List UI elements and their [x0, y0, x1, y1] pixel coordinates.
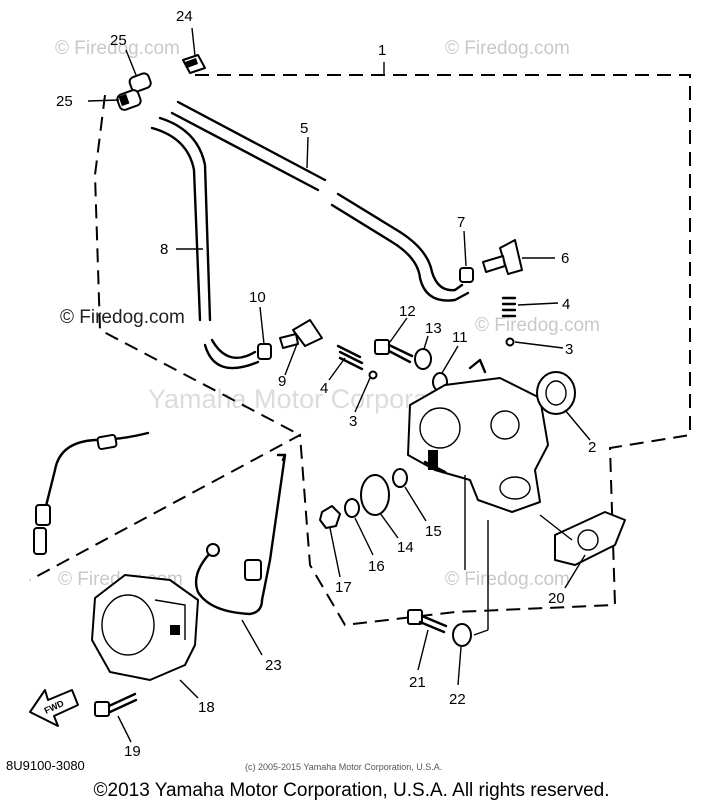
watermark-top-right: © Firedog.com	[445, 38, 570, 59]
washer-13	[414, 348, 432, 370]
watermark-bottom-right: © Firedog.com	[445, 569, 570, 590]
assembly-outline-left	[93, 94, 301, 436]
callout-14: 14	[397, 539, 414, 556]
callout-19: 19	[124, 743, 141, 760]
ball-3-left	[368, 370, 378, 380]
callout-6: 6	[561, 250, 569, 267]
callout-1: 1	[378, 42, 386, 59]
callout-7: 7	[457, 214, 465, 231]
washer-16	[344, 498, 360, 518]
callout-15: 15	[425, 523, 442, 540]
callout-17: 17	[335, 579, 352, 596]
gasket-20	[554, 511, 626, 566]
callout-9: 9	[278, 373, 286, 390]
callout-numbers: 1 2 3 3 4 4 5 6 7 8 9 10 11 12 13 14 15 …	[56, 8, 596, 760]
watermark-top-left: © Firedog.com	[55, 38, 180, 59]
clamp-24	[182, 54, 206, 74]
bolt-12	[374, 339, 414, 364]
bolt-19	[94, 692, 138, 717]
washer-15	[392, 468, 408, 488]
nut-17	[319, 505, 341, 529]
callout-3-left: 3	[349, 413, 357, 430]
callout-21: 21	[409, 674, 426, 691]
bolt-21	[407, 609, 448, 634]
clip-10	[257, 343, 272, 360]
pump-cover-18	[91, 574, 199, 681]
hose-5	[170, 100, 470, 302]
callout-11: 11	[452, 329, 468, 346]
clamp-25b	[116, 89, 142, 111]
callout-16: 16	[368, 558, 385, 575]
small-copyright: (c) 2005-2015 Yamaha Motor Corporation, …	[245, 762, 442, 772]
clamp-25a	[128, 72, 152, 93]
callout-24: 24	[176, 8, 193, 25]
callout-5: 5	[300, 120, 308, 137]
callout-13: 13	[425, 320, 442, 337]
part-code: 8U9100-3080	[6, 758, 85, 773]
callout-25-bottom: 25	[56, 93, 73, 110]
callout-3-right: 3	[565, 341, 573, 358]
fitting-9	[279, 319, 323, 349]
ball-3-right	[505, 337, 515, 347]
leader-lines	[87, 27, 591, 743]
callout-4-right: 4	[562, 296, 570, 313]
spring-4-left	[336, 344, 364, 371]
callout-18: 18	[198, 699, 215, 716]
assembly-outline	[29, 74, 691, 627]
gear-14	[360, 474, 390, 516]
clip-7	[459, 267, 474, 283]
watermark-mid-right: © Firedog.com	[475, 315, 600, 336]
callout-10: 10	[249, 289, 266, 306]
oil-seal-2	[536, 371, 576, 415]
oil-pump-body	[407, 358, 549, 513]
cable-left	[33, 431, 150, 555]
washer-22	[452, 623, 472, 647]
cable-23	[194, 453, 287, 616]
watermark-mid-left: © Firedog.com	[60, 307, 185, 328]
forward-arrow-icon: FWD	[29, 689, 79, 727]
fitting-6	[482, 239, 523, 275]
callout-2: 2	[588, 439, 596, 456]
callout-8: 8	[160, 241, 168, 258]
callout-12: 12	[399, 303, 416, 320]
footer-copyright: ©2013 Yamaha Motor Corporation, U.S.A. A…	[93, 780, 610, 801]
callout-4-left: 4	[320, 380, 328, 397]
hose-8	[150, 116, 260, 370]
spring-4-right	[501, 296, 517, 318]
callout-20: 20	[548, 590, 565, 607]
callout-23: 23	[265, 657, 282, 674]
callout-25-top: 25	[110, 32, 127, 49]
callout-22: 22	[449, 691, 466, 708]
